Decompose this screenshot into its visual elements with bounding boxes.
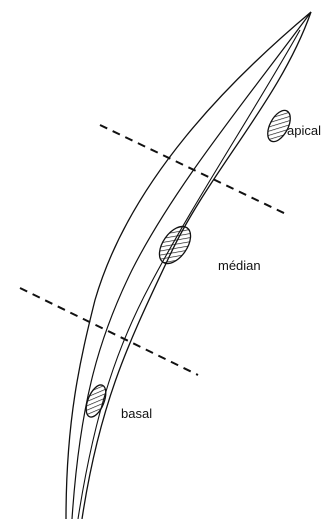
basal-sample-mark bbox=[85, 384, 107, 418]
apical-label: apical bbox=[287, 123, 321, 138]
leaf-left-edge bbox=[65, 11, 312, 519]
apical-sample-mark bbox=[267, 109, 291, 143]
basal-label: basal bbox=[121, 406, 152, 421]
section-line-upper bbox=[99, 124, 289, 216]
median-label: médian bbox=[218, 258, 261, 273]
leaf-right-edge bbox=[81, 11, 312, 519]
leaf-midrib-left bbox=[71, 11, 312, 519]
median-sample-mark bbox=[158, 225, 192, 265]
leaf-midrib-right bbox=[77, 29, 301, 519]
section-line-lower bbox=[19, 287, 199, 376]
